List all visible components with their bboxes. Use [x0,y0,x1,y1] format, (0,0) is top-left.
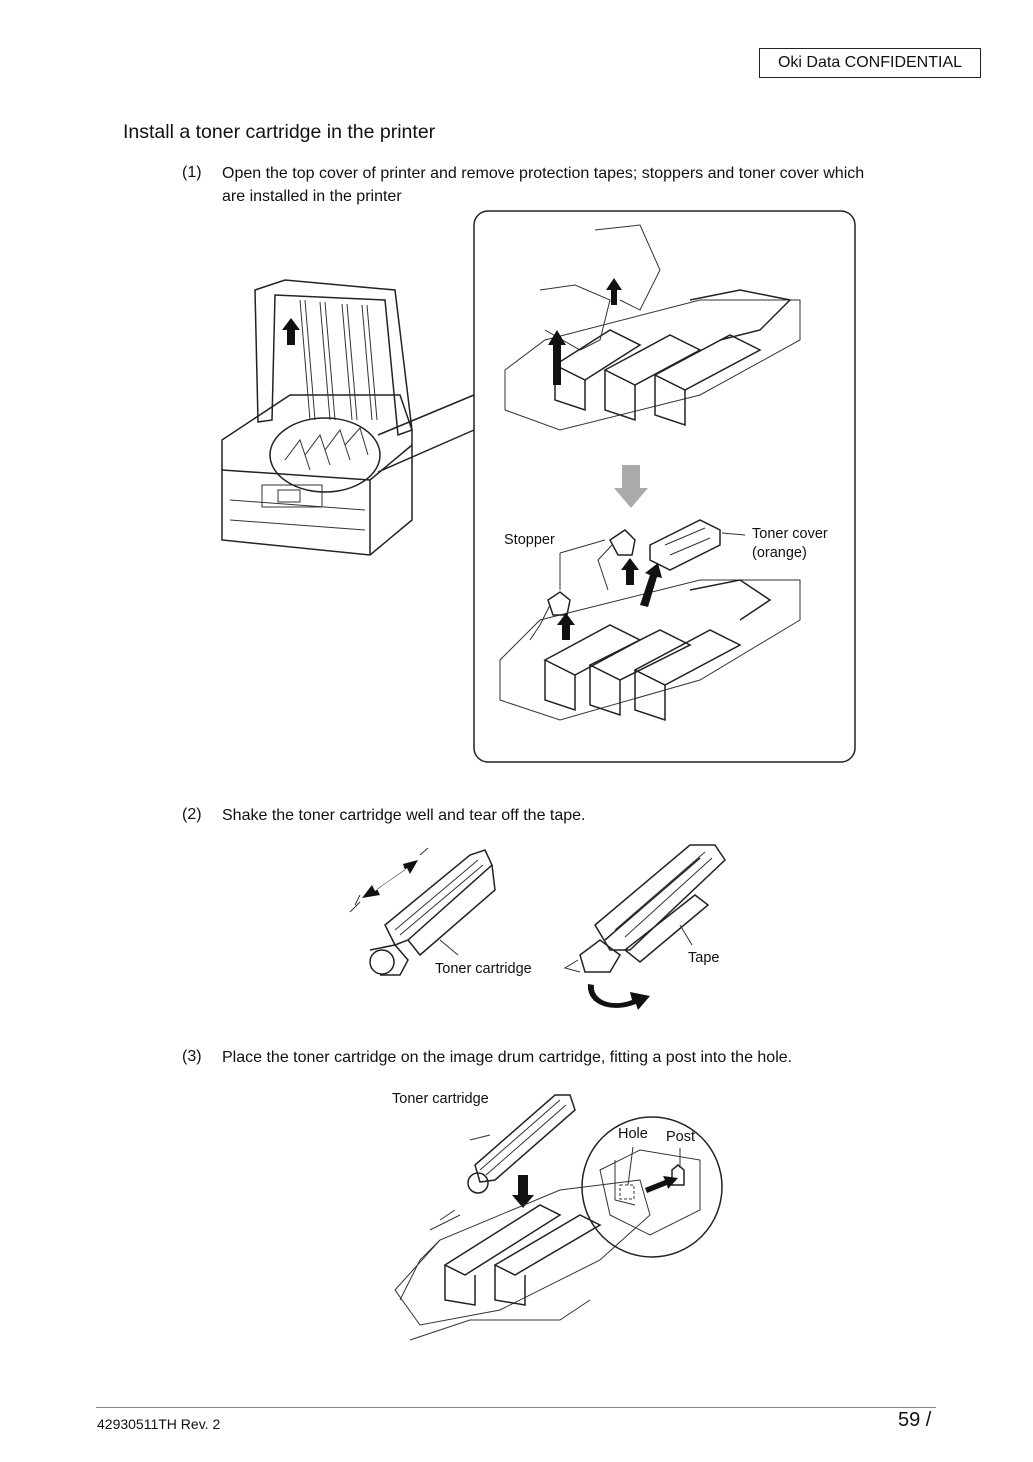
detail-box [473,210,856,763]
step-1-text-line2: are installed in the printer [222,188,402,205]
tape-label: Tape [688,950,720,966]
printer-drawing [221,279,413,556]
toner-cartridge-right-drawing [563,844,726,1010]
step-2-number: (2) [182,806,202,823]
toner-cartridge-label-fig2: Toner cartridge [435,961,532,977]
tape-shape [623,894,710,963]
hole-label: Hole [618,1126,648,1142]
drum-cartridge-drawing [394,1094,723,1341]
detail-top-drawing [504,224,801,431]
detail-bottom-drawing [499,519,801,722]
section-title: Install a toner cartridge in the printer [123,121,436,143]
down-arrow-icon [614,465,648,508]
confidential-label: Oki Data CONFIDENTIAL [759,48,981,78]
step-1-number: (1) [182,164,202,181]
stopper-label: Stopper [504,532,555,548]
toner-cover-color-label: (orange) [752,545,807,561]
step-1-text-line1: Open the top cover of printer and remove… [222,165,865,182]
step-2-text: Shake the toner cartridge well and tear … [222,807,586,824]
footer-divider [96,1407,936,1408]
step-3-text: Place the toner cartridge on the image d… [222,1049,793,1066]
toner-cover-label: Toner cover [752,526,828,542]
zoom-circle [581,1116,723,1258]
step-3-number: (3) [182,1048,202,1065]
toner-cartridge-label-fig3: Toner cartridge [392,1091,489,1107]
post-label: Post [666,1129,696,1145]
footer-doc-id: 42930511TH Rev. 2 [97,1416,221,1432]
toner-cartridge-left-drawing [349,847,496,976]
footer-page-number: 59 / [898,1409,932,1431]
